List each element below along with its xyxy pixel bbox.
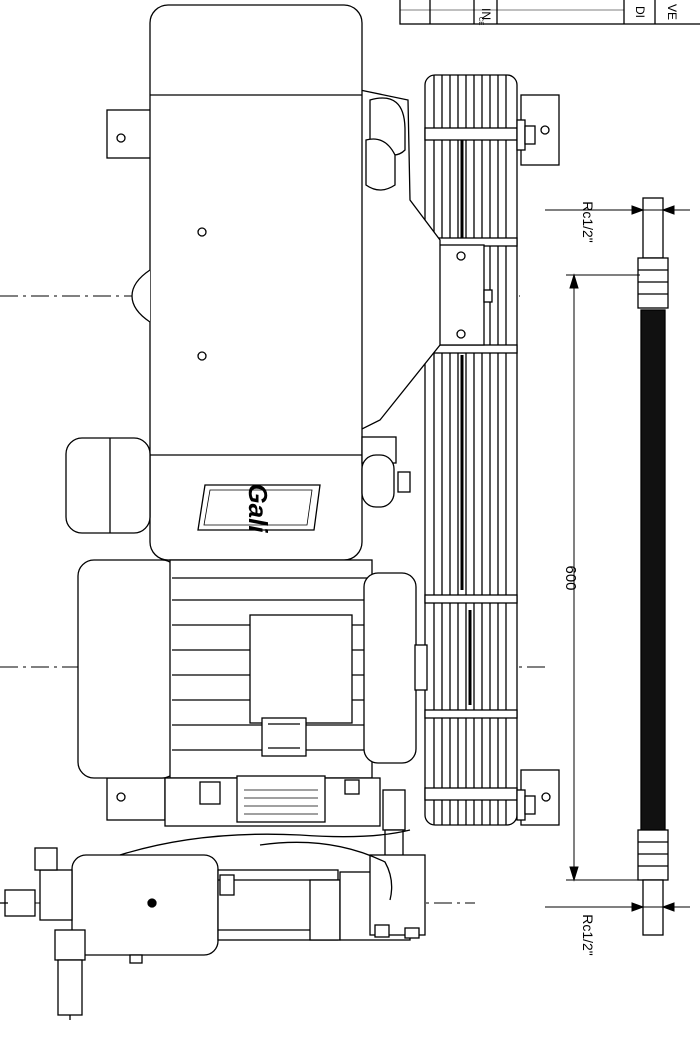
gali-logo-text: Gali <box>243 483 273 533</box>
dimension-label-length: 600 <box>562 565 579 590</box>
dimension-label-thread-bottom: Rc1/2" <box>580 914 596 956</box>
belt-shroud <box>359 89 441 432</box>
fan-guard <box>424 74 536 826</box>
gali-logo: Gali <box>197 483 321 533</box>
electric-motor <box>77 559 428 779</box>
compressor-head <box>65 4 411 561</box>
title-block <box>399 0 700 25</box>
hose <box>637 197 669 936</box>
title-cell-di: DI <box>633 6 647 18</box>
dimension-label-thread-top: Rc1/2" <box>580 201 596 243</box>
title-block-text: IN CE DI VE <box>477 4 679 25</box>
dimension-lines <box>545 198 690 921</box>
base-area <box>164 775 406 861</box>
title-cell-ve: VE <box>665 4 679 20</box>
title-cell-ce: CE <box>477 17 483 25</box>
pressure-switch-assembly <box>0 829 426 1020</box>
title-cell-in: IN <box>479 8 493 20</box>
